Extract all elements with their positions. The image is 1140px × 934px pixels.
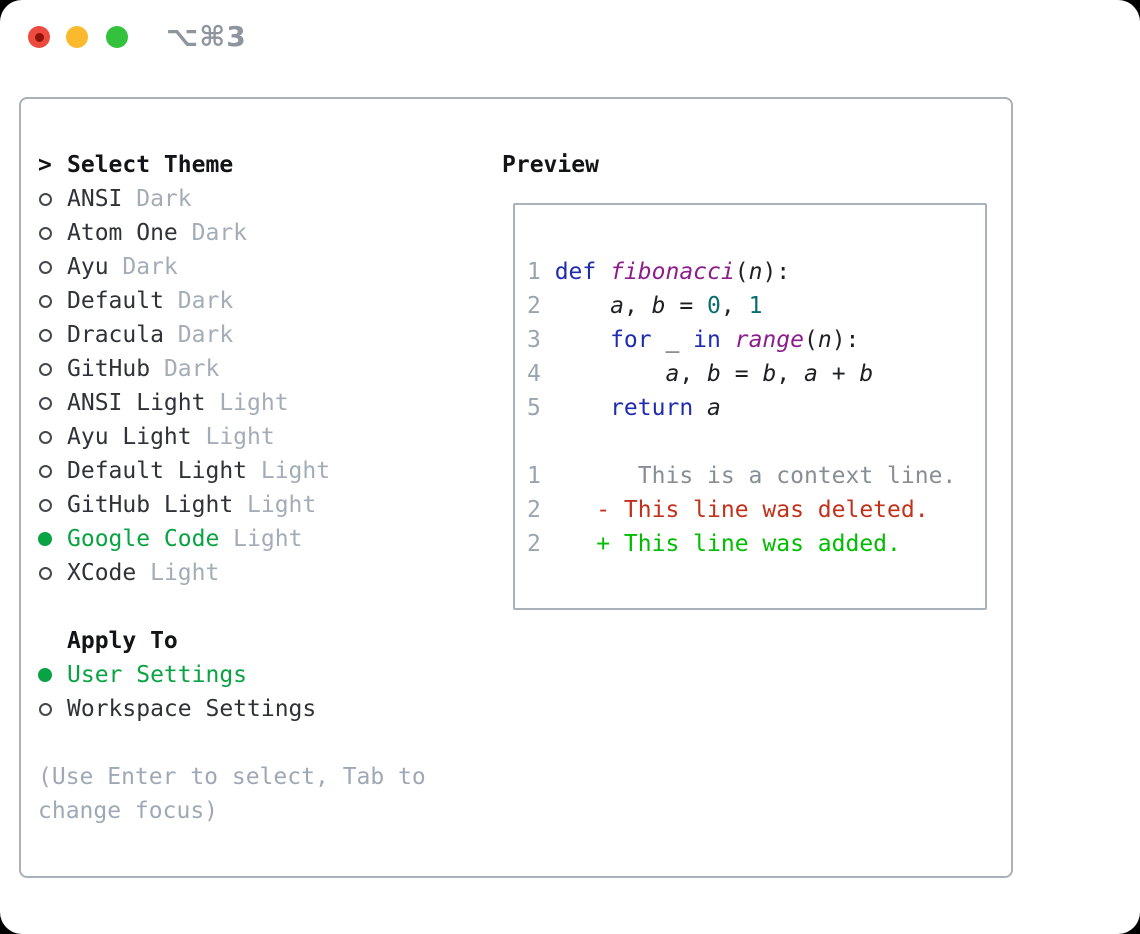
theme-variant-label: Dark [163, 322, 234, 348]
apply-to-title: Apply To [67, 628, 178, 654]
theme-variant-label: Light [247, 458, 331, 484]
line-number: 2 [527, 531, 541, 557]
radio-icon [39, 566, 52, 580]
theme-variant-label: Light [191, 424, 275, 450]
theme-name: ANSI Light [67, 390, 206, 416]
line-number: 1 [527, 259, 541, 285]
code-line: 5 return a [527, 391, 956, 425]
theme-item[interactable]: Ayu Dark [38, 250, 426, 284]
line-number: 2 [527, 497, 541, 523]
theme-item[interactable]: Dracula Dark [38, 318, 426, 352]
radio-icon [39, 702, 52, 716]
preview-title: Preview [502, 152, 599, 178]
zoom-button[interactable] [106, 26, 128, 48]
code-line: 2 + This line was added. [527, 527, 956, 561]
code-line: 3 for _ in range(n): [527, 323, 956, 357]
theme-item[interactable]: GitHub Light Light [38, 488, 426, 522]
radio-icon [39, 464, 52, 478]
radio-icon [39, 260, 52, 274]
selected-radio-icon [38, 668, 52, 682]
help-text-line-2: change focus) [38, 798, 219, 824]
selected-radio-icon [38, 532, 52, 546]
theme-name: Default Light [67, 458, 248, 484]
theme-item[interactable]: Atom One Dark [38, 216, 426, 250]
code-line: 1 This is a context line. [527, 459, 956, 493]
theme-item[interactable]: Default Light Light [38, 454, 426, 488]
code-line: 2 - This line was deleted. [527, 493, 956, 527]
radio-icon [39, 328, 52, 342]
line-number: 5 [527, 395, 541, 421]
code-line: 4 a, b = b, a + b [527, 357, 956, 391]
theme-variant-label: Light [136, 560, 220, 586]
select-theme-title: Select Theme [67, 152, 234, 178]
edited-dot-icon [34, 32, 44, 42]
theme-name: Google Code [67, 526, 220, 552]
theme-item[interactable]: XCode Light [38, 556, 426, 590]
theme-item[interactable]: ANSI Dark [38, 182, 426, 216]
theme-item[interactable]: Default Dark [38, 284, 426, 318]
code-line: 2 a, b = 0, 1 [527, 289, 956, 323]
theme-variant-label: Dark [122, 186, 192, 212]
radio-icon [39, 430, 52, 444]
theme-item[interactable]: Google Code Light [38, 522, 426, 556]
help-text-line-1: (Use Enter to select, Tab to [38, 764, 426, 790]
theme-name: ANSI [67, 186, 123, 212]
apply-to-header: Apply To [38, 624, 426, 658]
theme-variant-label: Dark [150, 356, 220, 382]
line-number: 1 [527, 463, 541, 489]
apply-to-label: Workspace Settings [67, 696, 317, 722]
apply-to-item[interactable]: User Settings [38, 658, 426, 692]
radio-icon [39, 498, 52, 512]
prompt-icon: > [38, 152, 52, 178]
theme-item[interactable]: ANSI Light Light [38, 386, 426, 420]
line-number: 3 [527, 327, 541, 353]
theme-variant-label: Light [205, 390, 289, 416]
theme-variant-label: Dark [177, 220, 248, 246]
line-number: 4 [527, 361, 541, 387]
radio-icon [39, 192, 52, 206]
theme-name: Ayu Light [67, 424, 192, 450]
theme-name: GitHub [67, 356, 151, 382]
window-hotkey-label: ⌥⌘3 [166, 20, 247, 53]
apply-to-label: User Settings [67, 662, 248, 688]
theme-name: Ayu [67, 254, 109, 280]
radio-icon [39, 362, 52, 376]
theme-name: Dracula [67, 322, 164, 348]
code-line [527, 425, 956, 459]
radio-icon [39, 294, 52, 308]
spacer [38, 590, 426, 624]
select-theme-header: > Select Theme [38, 148, 426, 182]
theme-name: Atom One [67, 220, 178, 246]
theme-variant-label: Dark [108, 254, 178, 280]
title-bar: ⌥⌘3 [0, 0, 1140, 74]
theme-name: GitHub Light [67, 492, 234, 518]
theme-name: Default [67, 288, 164, 314]
line-number: 2 [527, 293, 541, 319]
radio-icon [39, 396, 52, 410]
spacer [38, 726, 426, 760]
theme-variant-label: Light [233, 492, 317, 518]
close-button[interactable] [28, 26, 50, 48]
minimize-button[interactable] [66, 26, 88, 48]
radio-icon [39, 226, 52, 240]
theme-variant-label: Dark [163, 288, 234, 314]
theme-item[interactable]: GitHub Dark [38, 352, 426, 386]
theme-name: XCode [67, 560, 137, 586]
theme-variant-label: Light [219, 526, 303, 552]
theme-item[interactable]: Ayu Light Light [38, 420, 426, 454]
apply-to-item[interactable]: Workspace Settings [38, 692, 426, 726]
